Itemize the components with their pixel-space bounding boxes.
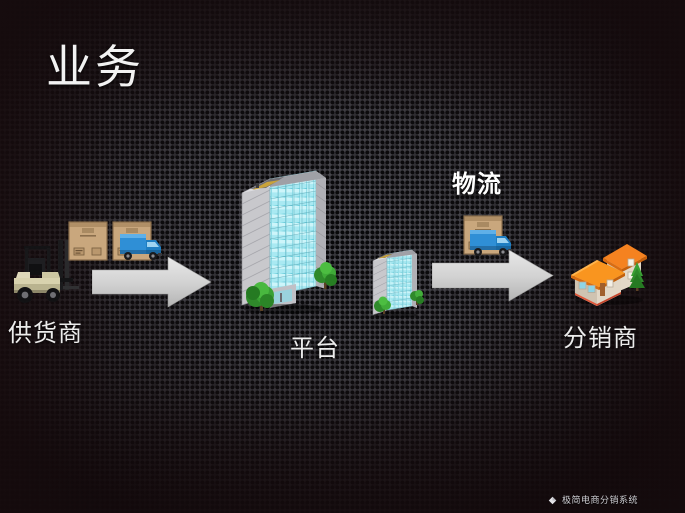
page-title: 业务 <box>46 40 144 94</box>
watermark: 极简电商分销系统 <box>548 490 638 509</box>
cardboard-box-icon <box>66 218 110 264</box>
office-tower-small-icon <box>369 245 425 321</box>
logistics-label: 物流 <box>452 170 502 198</box>
watermark-text: 极简电商分销系统 <box>562 496 639 506</box>
blue-delivery-truck-icon <box>118 228 166 264</box>
diamond-logo-icon <box>548 490 557 509</box>
flow-arrow-supplier-to-platform <box>91 256 212 308</box>
node-label-supplier: 供货商 <box>8 319 83 347</box>
house-icon <box>567 238 653 310</box>
node-label-distributor: 分销商 <box>563 324 638 352</box>
office-tower-icon <box>236 163 340 315</box>
node-label-platform: 平台 <box>290 334 340 362</box>
blue-delivery-truck-icon <box>468 224 516 260</box>
flow-arrow-platform-to-distributor <box>431 249 554 302</box>
forklift-icon <box>8 238 80 306</box>
